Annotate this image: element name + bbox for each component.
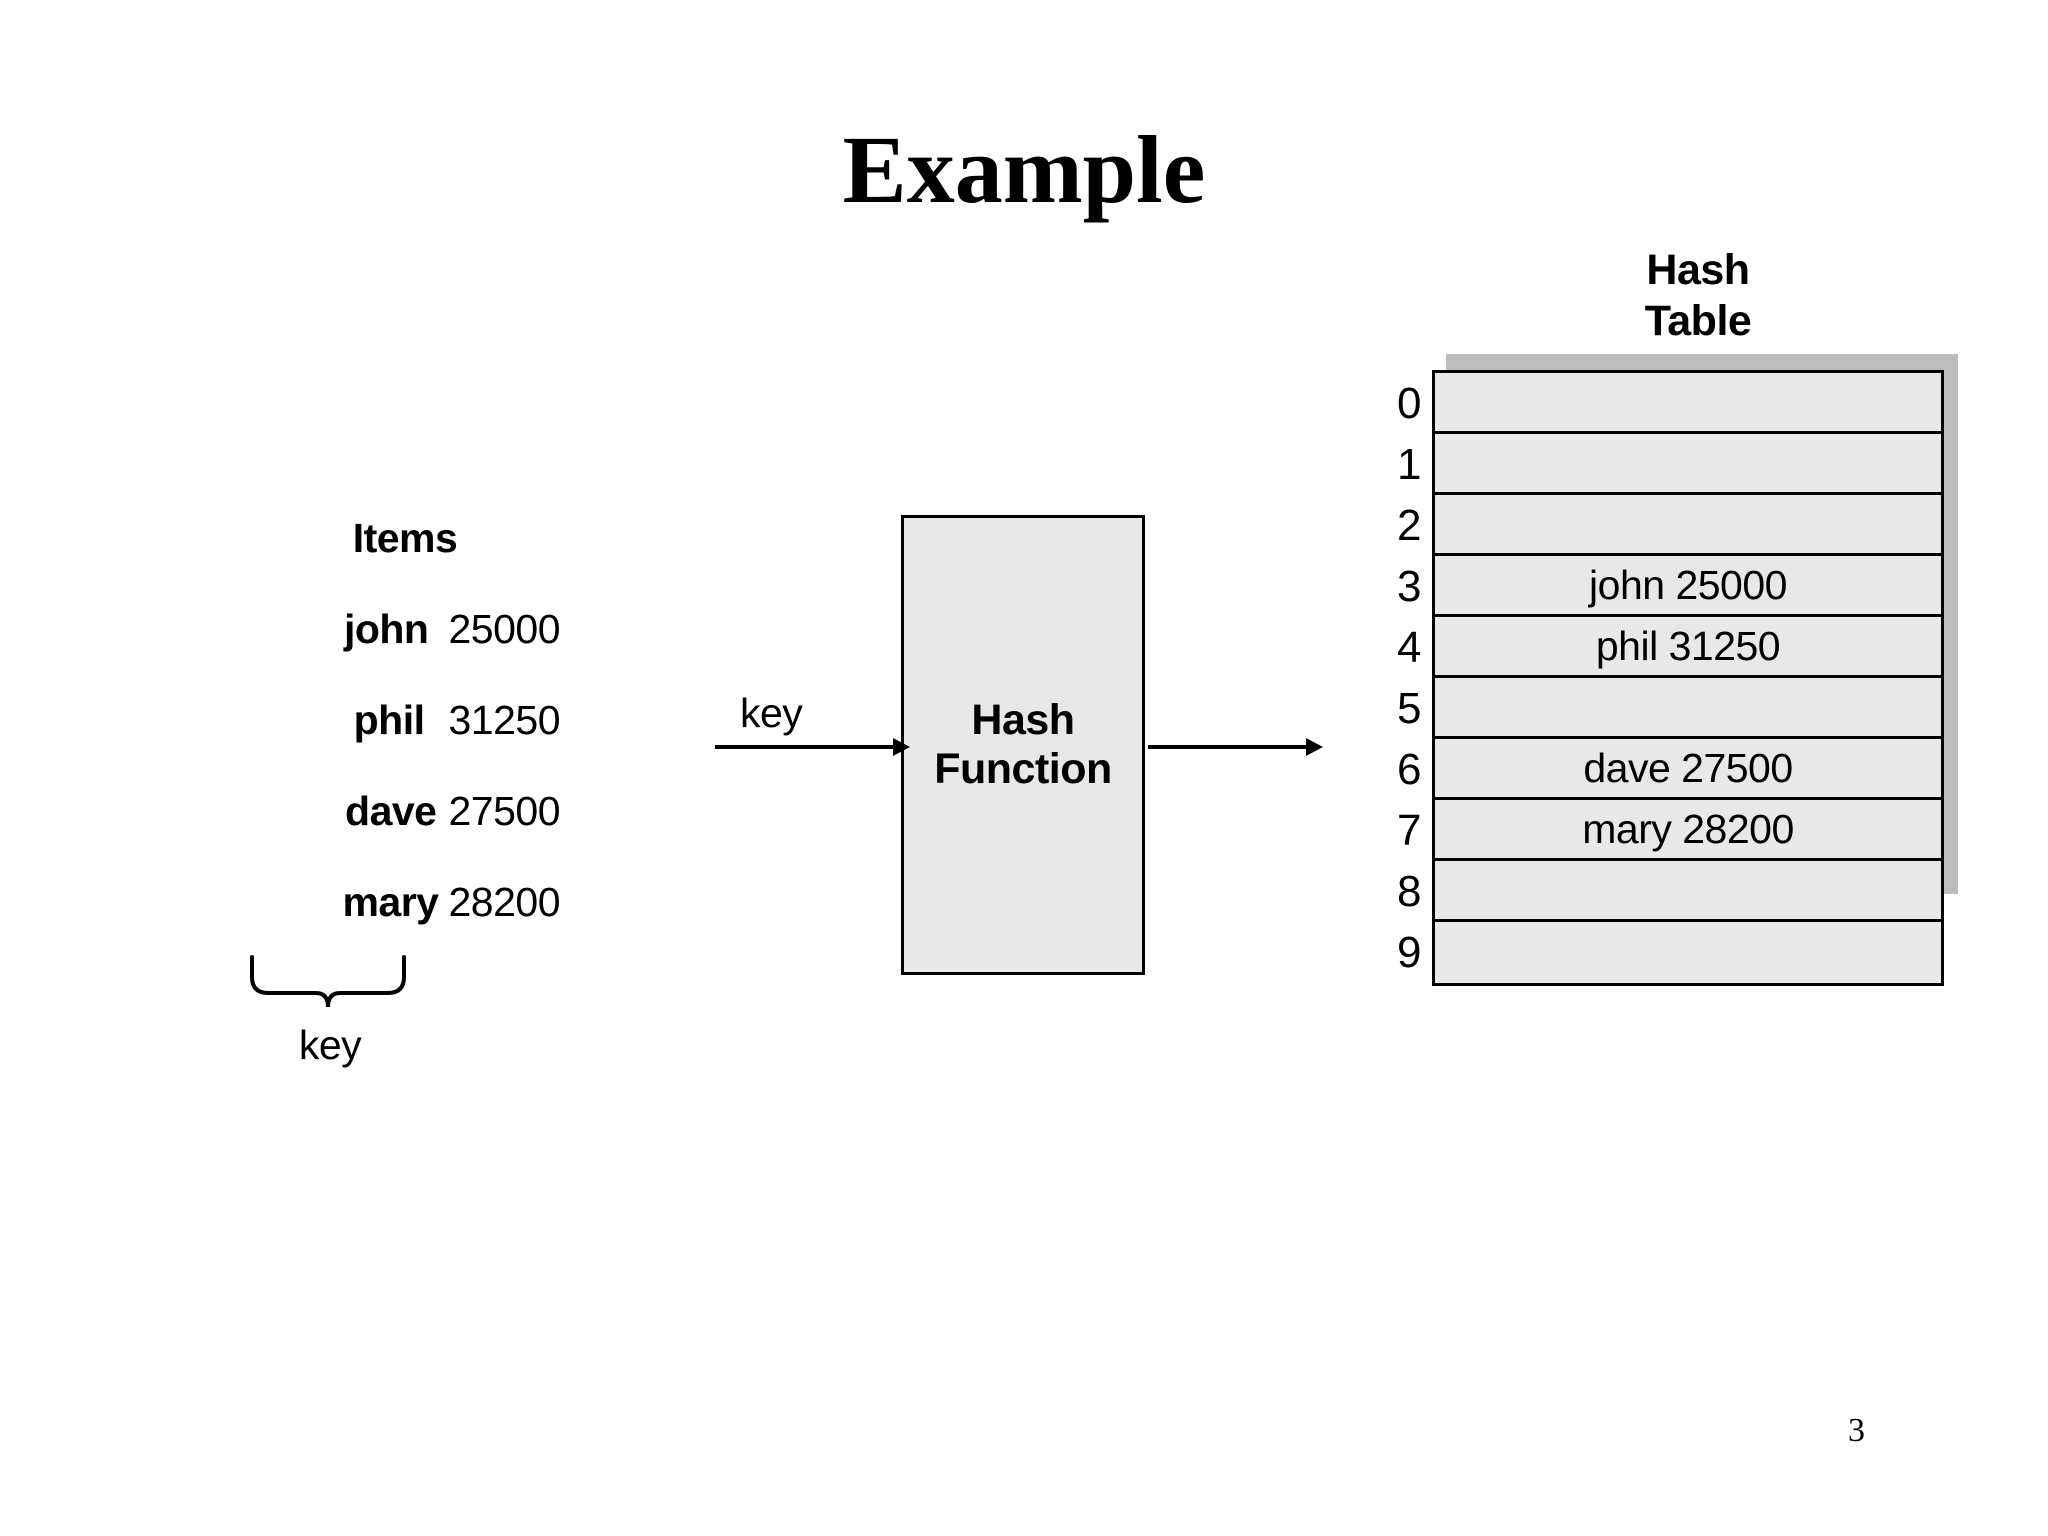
hash-table-heading-line1: Hash	[1646, 246, 1750, 294]
table-row-value: phil 31250	[1595, 622, 1781, 669]
items-panel: Items john 25000 phil 31250 dave 27500 m…	[230, 515, 560, 926]
page-title: Example	[842, 116, 1206, 223]
table-row-index: 7	[1397, 805, 1421, 855]
table-row[interactable]: 3 john 25000	[1397, 556, 1941, 617]
hash-function-label: Hash Function	[934, 696, 1112, 795]
hash-function-label-line1: Hash	[971, 695, 1075, 744]
table-row-index: 2	[1397, 500, 1421, 550]
list-item: dave 27500	[230, 788, 560, 835]
item-value: 25000	[448, 606, 560, 652]
hash-function-box: Hash Function	[901, 515, 1145, 975]
table-row[interactable]: 1	[1397, 434, 1941, 495]
list-item: phil 31250	[230, 697, 561, 744]
hash-table-heading-line2: Table	[1644, 296, 1752, 345]
input-arrow-label: key	[740, 690, 803, 736]
page-number: 3	[1848, 1412, 1865, 1449]
table-row[interactable]: 5	[1397, 678, 1941, 739]
item-name: dave	[345, 788, 437, 834]
arrow-right-icon	[1148, 738, 1323, 756]
items-brace-label: key	[298, 1022, 362, 1068]
table-row[interactable]: 6 dave 27500	[1397, 739, 1941, 800]
table-row-value: dave 27500	[1583, 744, 1793, 791]
items-heading: Items	[352, 515, 458, 561]
table-row-index: 0	[1397, 378, 1421, 428]
hash-table-heading: Hash Table	[1508, 245, 1888, 346]
table-row[interactable]: 0	[1397, 373, 1941, 434]
table-row-value: john 25000	[1589, 561, 1787, 608]
item-value: 28200	[448, 879, 560, 925]
table-row-index: 4	[1397, 622, 1421, 672]
table-row-value: mary 28200	[1582, 805, 1794, 852]
table-row[interactable]: 2	[1397, 495, 1941, 556]
curly-brace-down-icon	[250, 955, 406, 1008]
table-row-index: 8	[1397, 866, 1421, 916]
list-item: mary 28200	[230, 879, 560, 926]
item-name: phil	[353, 697, 425, 743]
table-row-index: 5	[1397, 683, 1421, 733]
table-row[interactable]: 8	[1397, 861, 1941, 922]
table-row[interactable]: 9	[1397, 922, 1941, 983]
table-row-index: 3	[1397, 561, 1421, 611]
table-row-index: 1	[1397, 439, 1421, 489]
table-row-index: 9	[1397, 927, 1421, 977]
list-item: john 25000	[230, 606, 561, 653]
hash-function-label-line2: Function	[934, 745, 1112, 793]
item-name: mary	[342, 879, 439, 925]
table-row-index: 6	[1397, 744, 1421, 794]
hash-table: 0 1 2 3 john 25000 4 phil 31250 5 6 dave…	[1397, 370, 1944, 986]
table-row[interactable]: 4 phil 31250	[1397, 617, 1941, 678]
item-value: 31250	[448, 697, 560, 743]
item-value: 27500	[448, 788, 560, 834]
item-name: john	[343, 606, 429, 652]
hash-table-wrapper: 0 1 2 3 john 25000 4 phil 31250 5 6 dave…	[1397, 354, 1958, 986]
arrow-right-icon	[715, 738, 910, 756]
table-row[interactable]: 7 mary 28200	[1397, 800, 1941, 861]
